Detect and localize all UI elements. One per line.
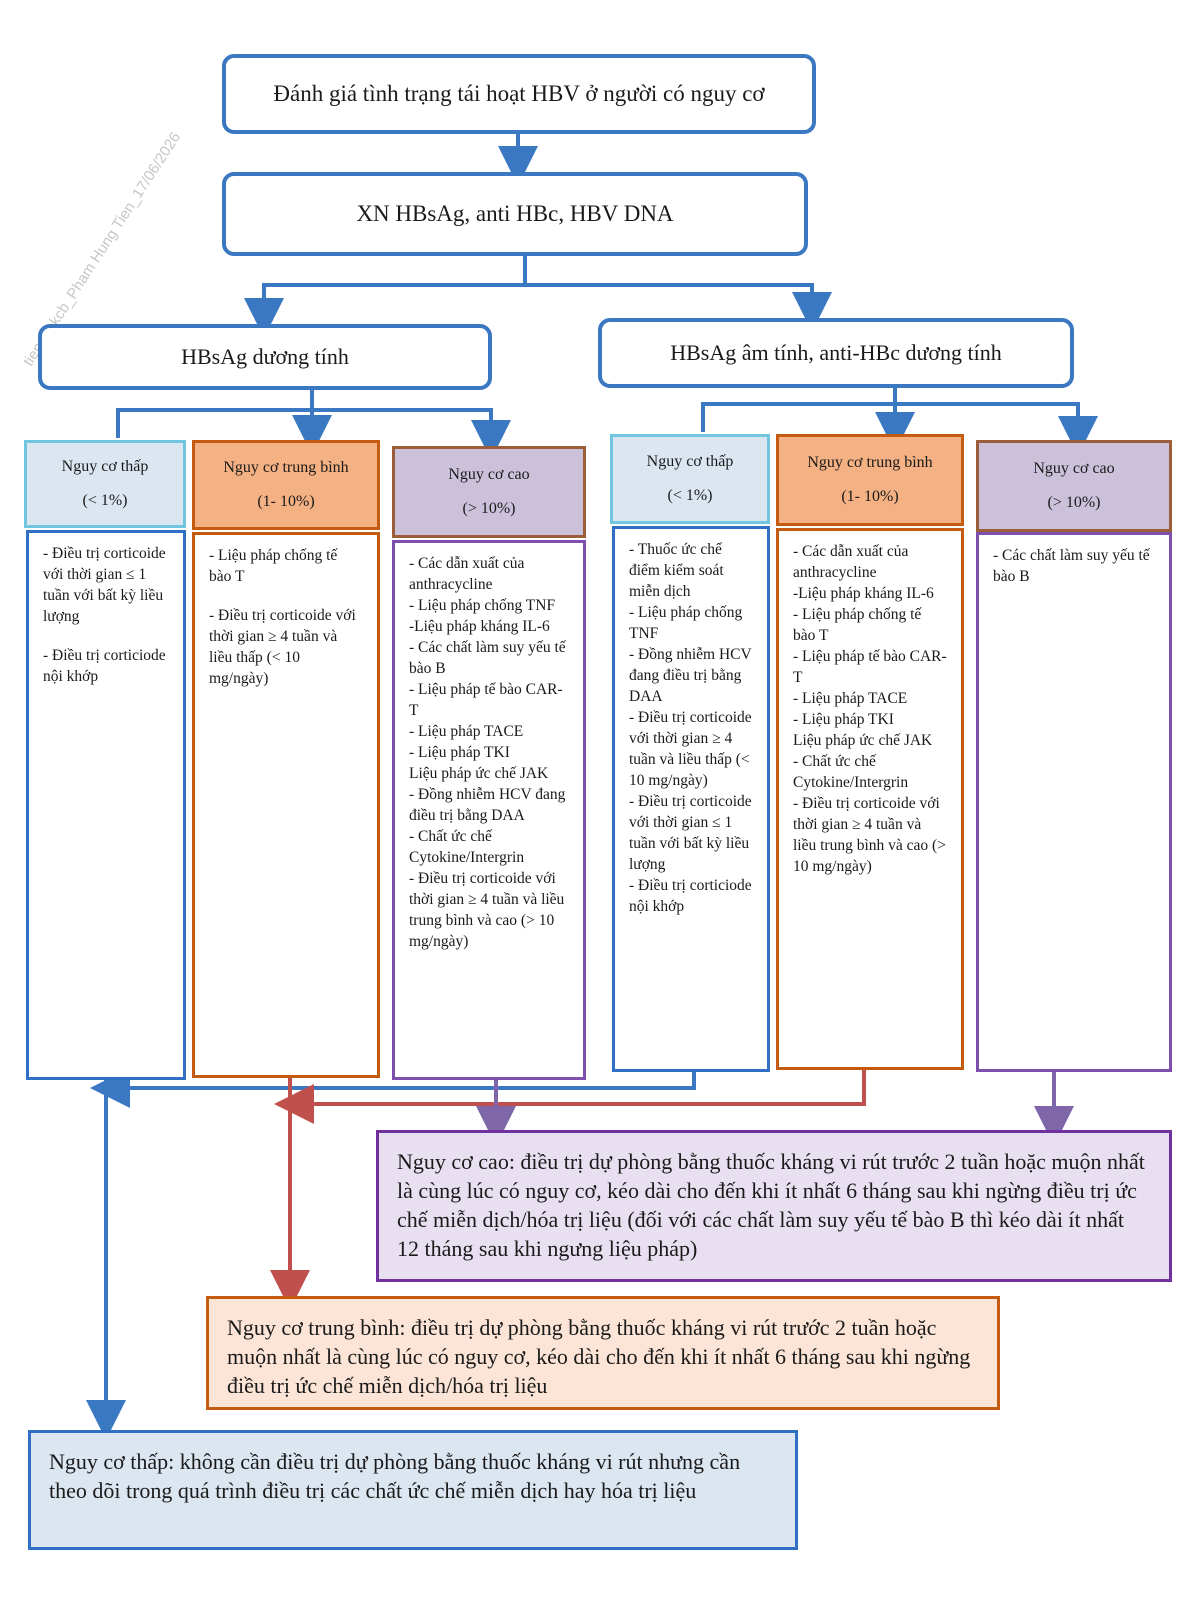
column-left-mid: - Liệu pháp chống tế bào T - Điều trị co… [192, 532, 380, 1078]
list-item: - Liệu pháp chống TNF [409, 597, 556, 614]
list-item: - Điều trị corticoide với thời gian ≥ 4 … [793, 795, 946, 875]
list-item: - Điều trị corticoide với thời gian ≤ 1 … [43, 545, 166, 625]
header-left-high: Nguy cơ cao (> 10%) [392, 446, 586, 538]
risk-range: (> 10%) [1047, 494, 1101, 511]
group-hbsag-negative-antihbc-positive: HBsAg âm tính, anti-HBc dương tính [598, 318, 1074, 388]
column-right-high: - Các chất làm suy yếu tế bào B [976, 532, 1172, 1072]
outcome-text: Nguy cơ trung bình: điều trị dự phòng bằ… [227, 1315, 971, 1398]
list-item: - Đồng nhiễm HCV đang điều trị bằng DAA [629, 646, 752, 705]
assessment-box: Đánh giá tình trạng tái hoạt HBV ở người… [222, 54, 816, 134]
column-right-low: - Thuốc ức chế điểm kiểm soát miễn dịch … [612, 526, 770, 1072]
list-item: - Điều trị corticiode nội khớp [43, 647, 166, 685]
outcome-low-risk: Nguy cơ thấp: không cần điều trị dự phòn… [28, 1430, 798, 1550]
header-left-mid: Nguy cơ trung bình (1- 10%) [192, 440, 380, 530]
outcome-high-risk: Nguy cơ cao: điều trị dự phòng bằng thuố… [376, 1130, 1172, 1282]
list-item: - Liệu pháp TKI [409, 744, 510, 761]
test-box: XN HBsAg, anti HBc, HBV DNA [222, 172, 808, 256]
header-left-low: Nguy cơ thấp (< 1%) [24, 440, 186, 528]
risk-label: Nguy cơ cao [448, 466, 530, 483]
header-right-low: Nguy cơ thấp (< 1%) [610, 434, 770, 524]
risk-range: (< 1%) [667, 487, 713, 504]
list-item: - Điều trị corticoide với thời gian ≥ 4 … [409, 870, 565, 950]
risk-range: (1- 10%) [841, 488, 899, 505]
column-left-low: - Điều trị corticoide với thời gian ≤ 1 … [26, 530, 186, 1080]
list-item: - Điều trị corticoide với thời gian ≤ 1 … [629, 793, 752, 873]
list-item: - Các chất làm suy yếu tế bào B [409, 639, 566, 677]
risk-range: (< 1%) [82, 492, 128, 509]
list-item: - Điều trị corticoide với thời gian ≥ 4 … [629, 709, 752, 789]
list-item: - Đồng nhiễm HCV đang điều trị bằng DAA [409, 786, 566, 824]
arrow-right-mid-to-outcome [274, 1066, 866, 1124]
outcome-text: Nguy cơ thấp: không cần điều trị dự phòn… [49, 1449, 741, 1503]
list-item: - Liệu pháp TACE [409, 723, 524, 740]
list-item: - Các dẫn xuất của anthracycline [409, 555, 525, 593]
list-item: - Liệu pháp chống tế bào T [209, 547, 338, 585]
risk-label: Nguy cơ thấp [61, 458, 149, 475]
list-item: - Liệu pháp chống tế bào T [793, 606, 922, 644]
header-right-mid: Nguy cơ trung bình (1- 10%) [776, 434, 964, 526]
header-right-high: Nguy cơ cao (> 10%) [976, 440, 1172, 532]
list-item: - Liệu pháp TKI [793, 711, 894, 728]
arrow-to-right-group [525, 283, 832, 332]
risk-label: Nguy cơ trung bình [807, 454, 933, 471]
list-item: - Chất ức chế Cytokine/Intergrin [793, 753, 909, 791]
outcome-text: Nguy cơ cao: điều trị dự phòng bằng thuố… [397, 1149, 1145, 1261]
list-item: - Chất ức chế Cytokine/Intergrin [409, 828, 525, 866]
list-item: Liệu pháp ức chế JAK [409, 765, 549, 782]
list-item: -Liệu pháp kháng IL-6 [409, 618, 550, 635]
list-item: -Liệu pháp kháng IL-6 [793, 585, 934, 602]
list-item: - Liệu pháp tế bào CAR-T [409, 681, 563, 719]
risk-label: Nguy cơ thấp [646, 453, 734, 470]
risk-label: Nguy cơ trung bình [223, 459, 349, 476]
list-item: - Điều trị corticoide với thời gian ≥ 4 … [209, 607, 356, 687]
column-right-mid: - Các dẫn xuất của anthracycline -Liệu p… [776, 528, 964, 1070]
list-item: - Liệu pháp chống TNF [629, 604, 743, 642]
risk-label: Nguy cơ cao [1033, 460, 1115, 477]
risk-range: (> 10%) [462, 500, 516, 517]
group-hbsag-positive: HBsAg dương tính [38, 324, 492, 390]
list-item: - Liệu pháp tế bào CAR-T [793, 648, 947, 686]
arrow-to-left-group [244, 255, 527, 338]
list-item: - Các dẫn xuất của anthracycline [793, 543, 909, 581]
outcome-mid-risk: Nguy cơ trung bình: điều trị dự phòng bằ… [206, 1296, 1000, 1410]
list-item: - Liệu pháp TACE [793, 690, 908, 707]
list-item: Liệu pháp ức chế JAK [793, 732, 933, 749]
list-item: - Thuốc ức chế điểm kiểm soát miễn dịch [629, 541, 724, 600]
list-item: - Điều trị corticiode nội khớp [629, 877, 752, 915]
list-item: - Các chất làm suy yếu tế bào B [993, 547, 1150, 585]
column-left-high: - Các dẫn xuất của anthracycline - Liệu … [392, 540, 586, 1080]
risk-range: (1- 10%) [257, 493, 315, 510]
